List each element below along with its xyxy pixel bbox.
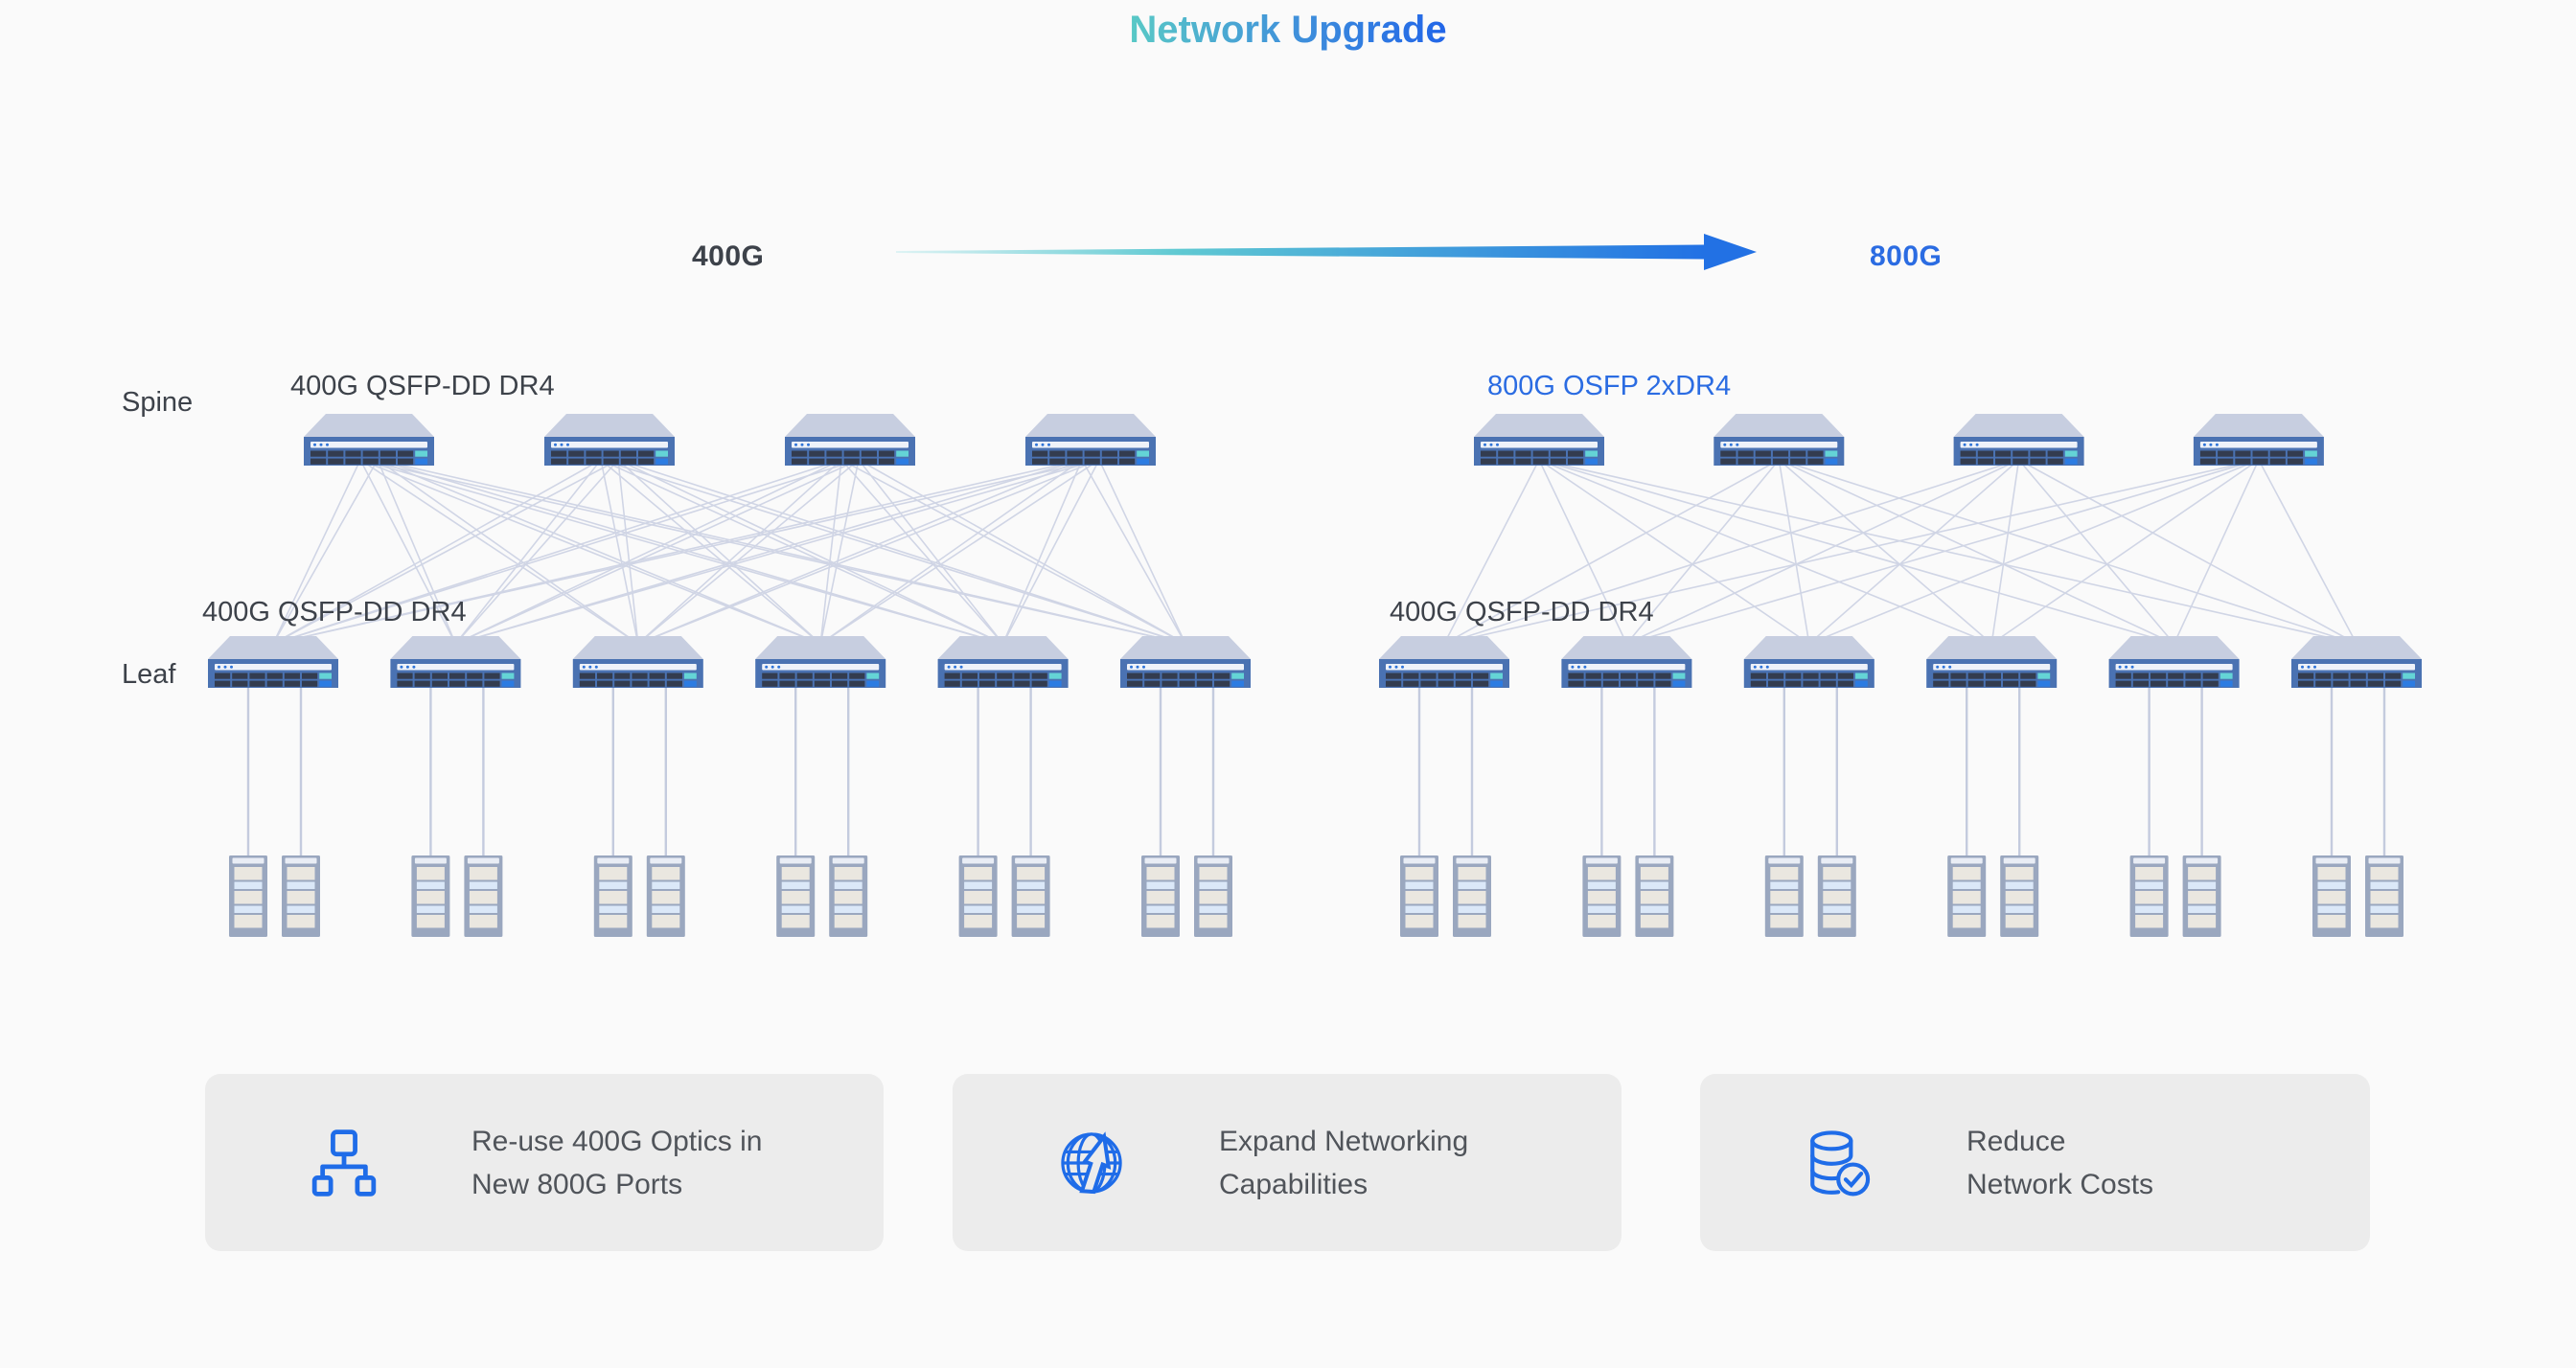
server: [411, 855, 450, 937]
card-text-line: Network Costs: [1966, 1168, 2154, 1200]
card-text-line: New 800G Ports: [472, 1168, 683, 1200]
server: [2312, 855, 2351, 937]
leaf-row-label: Leaf: [122, 659, 176, 690]
card-text-line: Re-use 400G Optics in: [472, 1125, 763, 1157]
card-text-line: Reduce: [1966, 1125, 2066, 1157]
spine-switch: [2193, 414, 2324, 466]
leaf-switch: [2108, 636, 2240, 688]
server: [1582, 855, 1622, 937]
spine-switch: [304, 414, 434, 466]
right-spine-optics-label: 800G OSFP 2xDR4: [1487, 371, 1732, 401]
spine-row-label: Spine: [122, 387, 194, 418]
server: [776, 855, 816, 937]
spine-switch: [1025, 414, 1156, 466]
leaf-switch: [1926, 636, 2058, 688]
from-speed-label: 400G: [692, 240, 765, 272]
left-spine-optics-label: 400G QSFP-DD DR4: [290, 371, 555, 401]
leaf-switch: [1561, 636, 1692, 688]
server: [229, 855, 267, 937]
leaf-server-link-lines: [246, 685, 1215, 858]
server: [1817, 855, 1856, 937]
spine-switch: [1953, 414, 2084, 466]
left-leaf-optics-label: 400G QSFP-DD DR4: [202, 597, 467, 627]
server: [1764, 855, 1804, 937]
benefit-card: Reduce Network Costs: [1700, 1074, 2370, 1251]
server: [2000, 855, 2039, 937]
card-text-line: Capabilities: [1219, 1168, 1368, 1200]
leaf-switch: [2291, 636, 2422, 688]
database-check-icon: [1810, 1129, 1871, 1196]
server: [1947, 855, 1987, 937]
server: [464, 855, 503, 937]
leaf-switch: [390, 636, 521, 688]
leaf-switch: [572, 636, 703, 688]
benefit-card: Expand Networking Capabilities: [953, 1074, 1622, 1251]
spine-leaf-link-lines: [1443, 459, 2358, 645]
server: [2129, 855, 2169, 937]
server: [1400, 855, 1438, 937]
server: [1141, 855, 1180, 937]
server: [2182, 855, 2221, 937]
leaf-switch: [208, 636, 338, 688]
server: [1635, 855, 1674, 937]
globe-arrow-icon: [1061, 1130, 1122, 1194]
right-leaf-optics-label: 400G QSFP-DD DR4: [1390, 597, 1654, 627]
spine-switch: [1474, 414, 1604, 466]
spine-switch: [785, 414, 915, 466]
server: [1453, 855, 1491, 937]
to-speed-label: 800G: [1870, 240, 1943, 272]
upgrade-arrow-icon: [896, 234, 1757, 270]
server: [2365, 855, 2404, 937]
server: [646, 855, 685, 937]
benefit-card: Re-use 400G Optics in New 800G Ports: [205, 1074, 884, 1251]
server: [1011, 855, 1050, 937]
server: [1194, 855, 1232, 937]
topology-icon: [311, 1129, 377, 1197]
page-title: Network Upgrade: [1129, 9, 1446, 51]
leaf-switch: [1120, 636, 1251, 688]
leaf-switch: [755, 636, 886, 688]
server: [593, 855, 632, 937]
left-fabric: [208, 414, 1251, 937]
spine-switch: [1714, 414, 1845, 466]
server: [282, 855, 320, 937]
leaf-switch: [1379, 636, 1509, 688]
right-fabric: [1379, 414, 2422, 937]
leaf-switch: [1743, 636, 1874, 688]
spine-leaf-link-lines: [272, 459, 1186, 645]
server: [829, 855, 868, 937]
spine-switch: [544, 414, 675, 466]
leaf-switch: [937, 636, 1069, 688]
server: [958, 855, 998, 937]
page-title-area: Network Upgrade: [1129, 9, 1446, 51]
card-text-line: Expand Networking: [1219, 1125, 1469, 1157]
leaf-server-link-lines: [1417, 685, 2386, 858]
